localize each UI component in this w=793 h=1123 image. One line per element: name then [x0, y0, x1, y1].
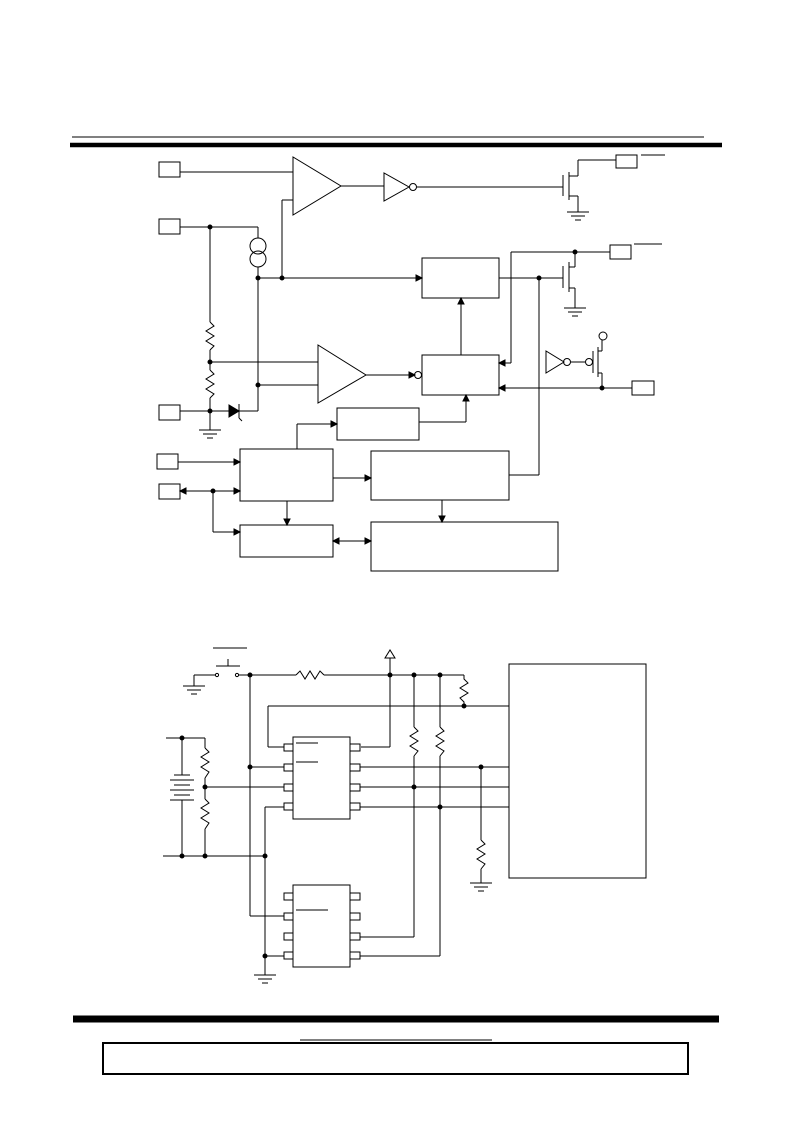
- resistor-series: [295, 670, 325, 680]
- resistor-r1: [205, 321, 215, 351]
- pmos-right: [592, 331, 608, 388]
- resistor-pullup-3: [435, 726, 445, 757]
- pin-box-8: [631, 380, 655, 396]
- comparator-top: [292, 156, 342, 216]
- vcc-symbol: [384, 649, 396, 659]
- resistor-divider-bottom: [200, 798, 210, 830]
- pin-box-6: [615, 154, 638, 169]
- inverter-right: [545, 350, 565, 374]
- block-interface: [239, 524, 334, 558]
- current-source-bottom: [249, 250, 267, 268]
- resistor-pullup-1: [459, 675, 469, 706]
- current-source-top: [249, 237, 267, 255]
- pin-box-1: [158, 161, 181, 178]
- mcu-block: [508, 663, 647, 879]
- block-input: [239, 448, 334, 502]
- inverter-top: [383, 172, 411, 202]
- pin-box-7: [609, 244, 632, 260]
- resistor-divider-top: [200, 747, 210, 779]
- resistor-pullup-2: [409, 726, 419, 757]
- ic-upper: [292, 736, 351, 820]
- resistor-r2: [205, 369, 215, 399]
- block-lower: [421, 354, 500, 396]
- pin-box-4: [156, 453, 179, 470]
- block-small: [336, 407, 420, 441]
- zener-diode: [228, 404, 258, 422]
- footer: [73, 1015, 719, 1075]
- comparator-middle: [317, 344, 367, 404]
- pin-box-3: [158, 404, 181, 421]
- block-upper: [421, 257, 500, 299]
- block-control: [370, 450, 510, 501]
- block-memory: [370, 521, 559, 572]
- ic-lower: [292, 884, 351, 968]
- pin-box-2: [158, 218, 181, 235]
- footer-box: [102, 1042, 689, 1075]
- nmos-top: [562, 159, 616, 221]
- nmos-middle: [562, 252, 586, 317]
- application-circuit: [163, 647, 647, 984]
- header-rule: [70, 136, 722, 148]
- battery: [170, 774, 194, 801]
- resistor-pulldown: [476, 839, 486, 870]
- pin-box-5: [158, 483, 181, 500]
- block-diagram: [156, 154, 665, 572]
